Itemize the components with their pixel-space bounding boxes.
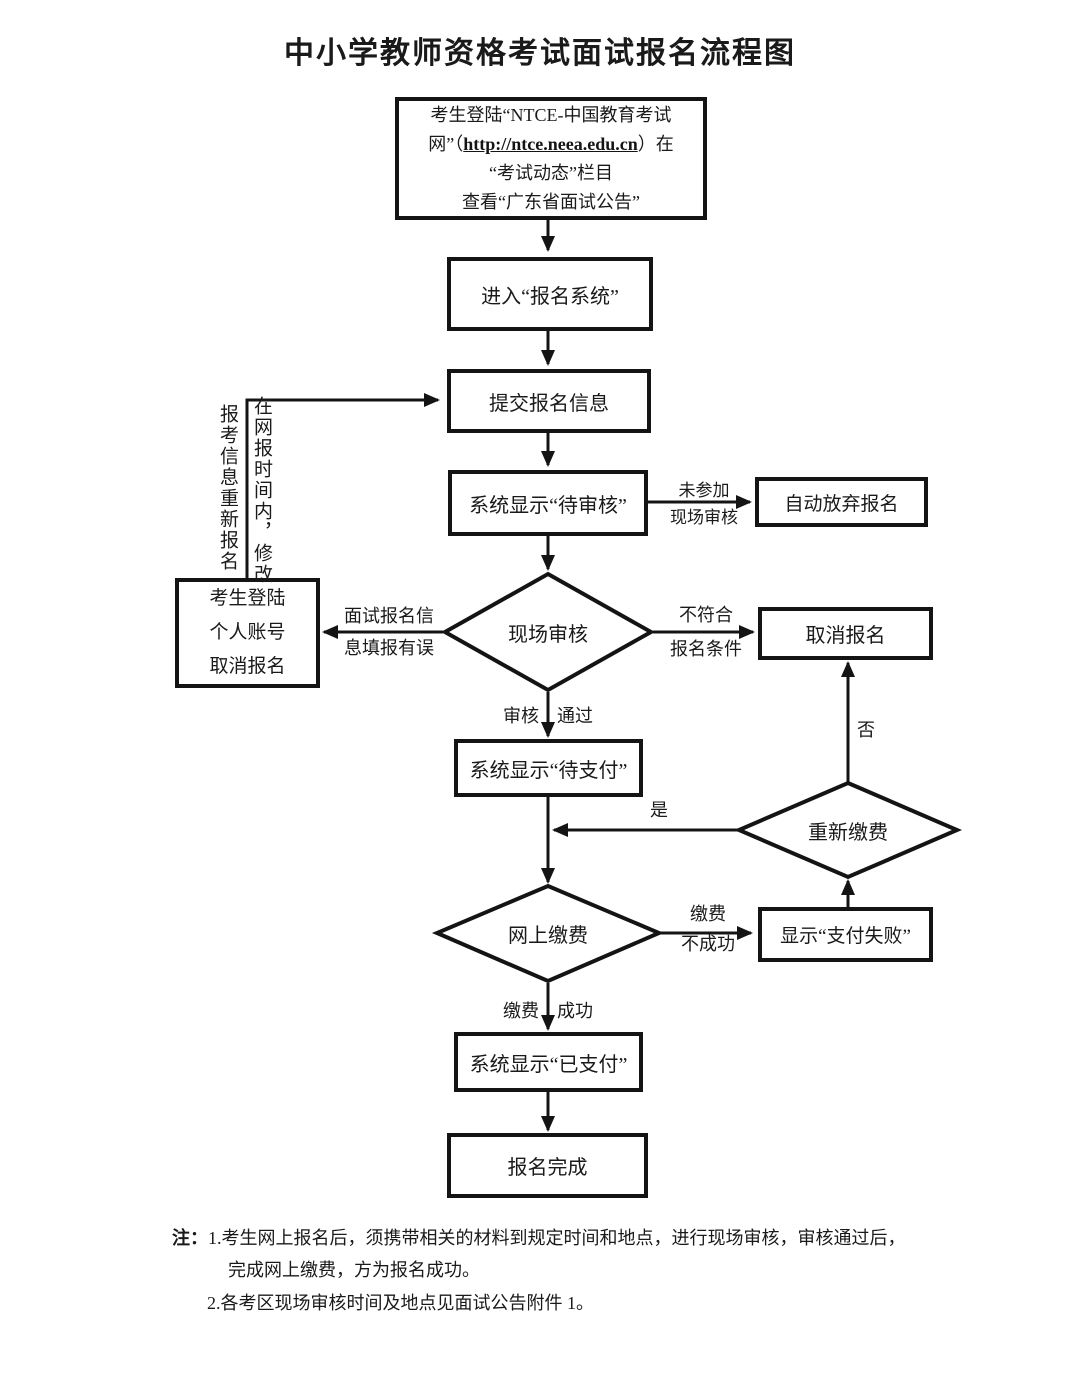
note-line-3: 2.各考区现场审核时间及地点见面试公告附件 1。 [207, 1293, 594, 1313]
node-enter-system: 进入“报名系统” [447, 257, 653, 331]
label-pay: 缴费 [503, 1001, 539, 1021]
label-success: 成功 [557, 1001, 593, 1021]
edge-modify-resubmit [245, 393, 440, 578]
node-pending-payment: 系统显示“待支付” [454, 739, 643, 797]
diamond-onsite-review [440, 571, 656, 693]
edge-label-modify-right: 在网报时间内，修改 [251, 396, 272, 585]
start-text-line4: 查看“广东省面试公告” [462, 191, 640, 212]
node-auto-abandon: 自动放弃报名 [755, 477, 928, 527]
node-onsite-review: 现场审核 [508, 623, 588, 646]
edge-label-modify-left: 报考信息重新报名 [217, 404, 238, 572]
node-online-payment: 网上缴费 [508, 924, 588, 947]
edge-label-yes: 是 [650, 800, 668, 820]
node-paid: 系统显示“已支付” [454, 1032, 643, 1092]
node-repay: 重新缴费 [808, 821, 888, 844]
edge-label-no-onsite: 未参加 现场审核 [670, 481, 738, 527]
node-start: 考生登陆“NTCE-中国教育考试 网”（http://ntce.neea.edu… [395, 97, 707, 220]
note-line-2: 完成网上缴费，方为报名成功。 [228, 1260, 480, 1280]
node-cancel-registration: 取消报名 [758, 607, 933, 660]
node-complete: 报名完成 [447, 1133, 648, 1198]
diamond-repay [733, 780, 963, 880]
start-line2-post: ）在 [637, 133, 674, 154]
edge-label-review-pass: 审核 通过 [448, 702, 648, 728]
node-cancel-personal: 考生登陆 个人账号 取消报名 [175, 578, 320, 688]
start-text-line2: 网”（http://ntce.neea.edu.cn）在 [399, 130, 703, 159]
label-review: 审核 [503, 706, 539, 726]
node-submit-info: 提交报名信息 [447, 369, 651, 433]
page-title: 中小学教师资格考试面试报名流程图 [284, 37, 796, 70]
label-pass: 通过 [557, 706, 593, 726]
note-line-1: 注：1.考生网上报名后，须携带相关的材料到规定时间和地点，进行现场审核，审核通过… [172, 1224, 906, 1250]
start-line2-pre: 网”（ [428, 133, 464, 154]
edge-label-pay-fail: 缴费 不成功 [681, 904, 735, 954]
start-text-line3: “考试动态”栏目 [489, 162, 613, 183]
ntce-link[interactable]: http://ntce.neea.edu.cn [463, 133, 638, 154]
edge-label-no: 否 [857, 720, 875, 740]
note-item1-line1: 1.考生网上报名后，须携带相关的材料到规定时间和地点，进行现场审核，审核通过后， [208, 1228, 906, 1248]
diamond-online-payment [431, 883, 665, 984]
edge-label-info-error: 面试报名信 息填报有误 [344, 606, 434, 658]
start-text-line1: 考生登陆“NTCE-中国教育考试 [430, 104, 672, 125]
node-pending-review: 系统显示“待审核” [448, 470, 648, 536]
edge-label-not-qualified: 不符合 报名条件 [670, 605, 742, 659]
note-prefix: 注： [172, 1228, 208, 1248]
node-payment-failed: 显示“支付失败” [758, 907, 933, 962]
edge-label-pay-success: 缴费 成功 [448, 997, 648, 1023]
